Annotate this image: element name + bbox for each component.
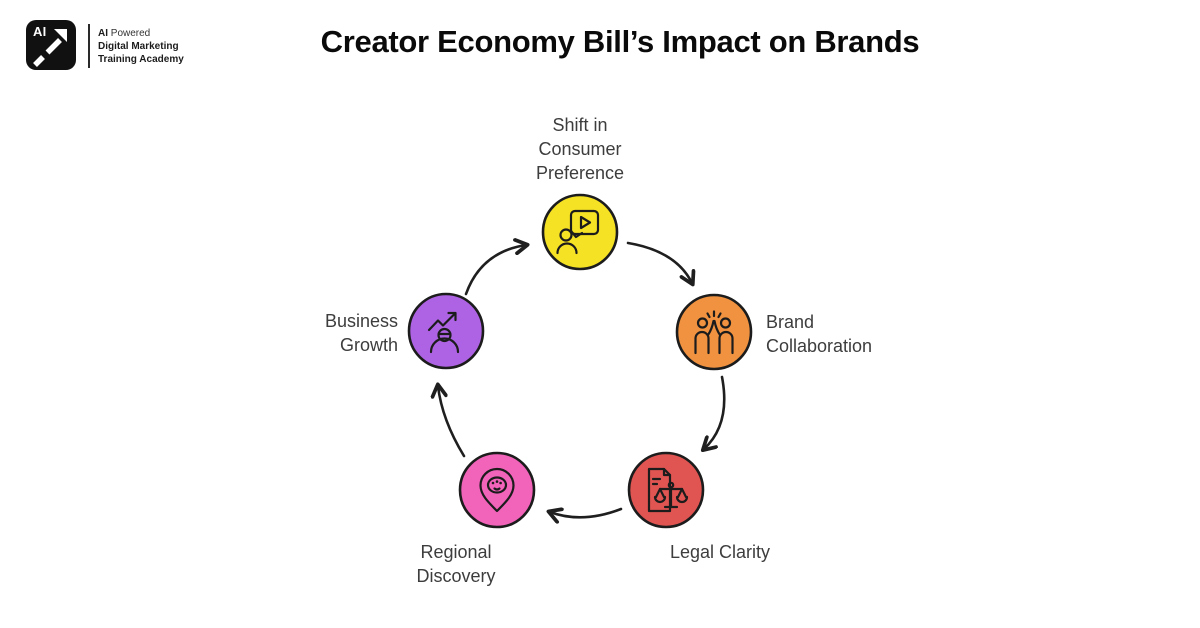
- node-label-business-growth: Business Growth: [324, 311, 398, 355]
- document-scales-icon: [647, 467, 689, 513]
- arrow-regional-to-business: [438, 386, 466, 458]
- logo-mark: AI: [26, 20, 76, 70]
- node-legal-clarity: [626, 450, 706, 530]
- page-title: Creator Economy Bill’s Impact on Brands: [320, 24, 920, 59]
- node-label-brand-collaboration: Brand Collaboration: [766, 312, 873, 356]
- node-business-growth: [406, 291, 486, 371]
- arrow-legal-to-regional: [550, 509, 623, 517]
- logo-divider: [88, 24, 90, 68]
- node-brand-collaboration: [674, 292, 754, 372]
- person-growth-icon: [427, 311, 460, 354]
- logo-tagline: AI Powered: [98, 28, 151, 39]
- logo-line3: Training Academy: [98, 54, 184, 65]
- node-shift-consumer-preference: [540, 192, 620, 272]
- high-five-icon: [694, 310, 734, 355]
- node-label-legal-clarity: Legal Clarity: [669, 542, 771, 562]
- map-pin-chat-icon: [479, 467, 515, 513]
- node-label-regional-discovery: Regional Discovery: [416, 542, 496, 586]
- arrow-business-to-consumer: [464, 245, 526, 296]
- growth-arrow-icon: [33, 29, 67, 67]
- logo-text: AI Powered Digital Marketing Training Ac…: [98, 27, 184, 66]
- node-label-shift-consumer-preference: Shift in Consumer Preference: [535, 115, 625, 183]
- logo-ai-text: AI: [33, 24, 47, 39]
- arrow-brand-to-legal: [704, 375, 726, 449]
- video-message-icon: [556, 209, 600, 255]
- logo-line2: Digital Marketing: [98, 41, 179, 52]
- node-regional-discovery: [457, 450, 537, 530]
- arrow-consumer-to-brand: [626, 241, 692, 283]
